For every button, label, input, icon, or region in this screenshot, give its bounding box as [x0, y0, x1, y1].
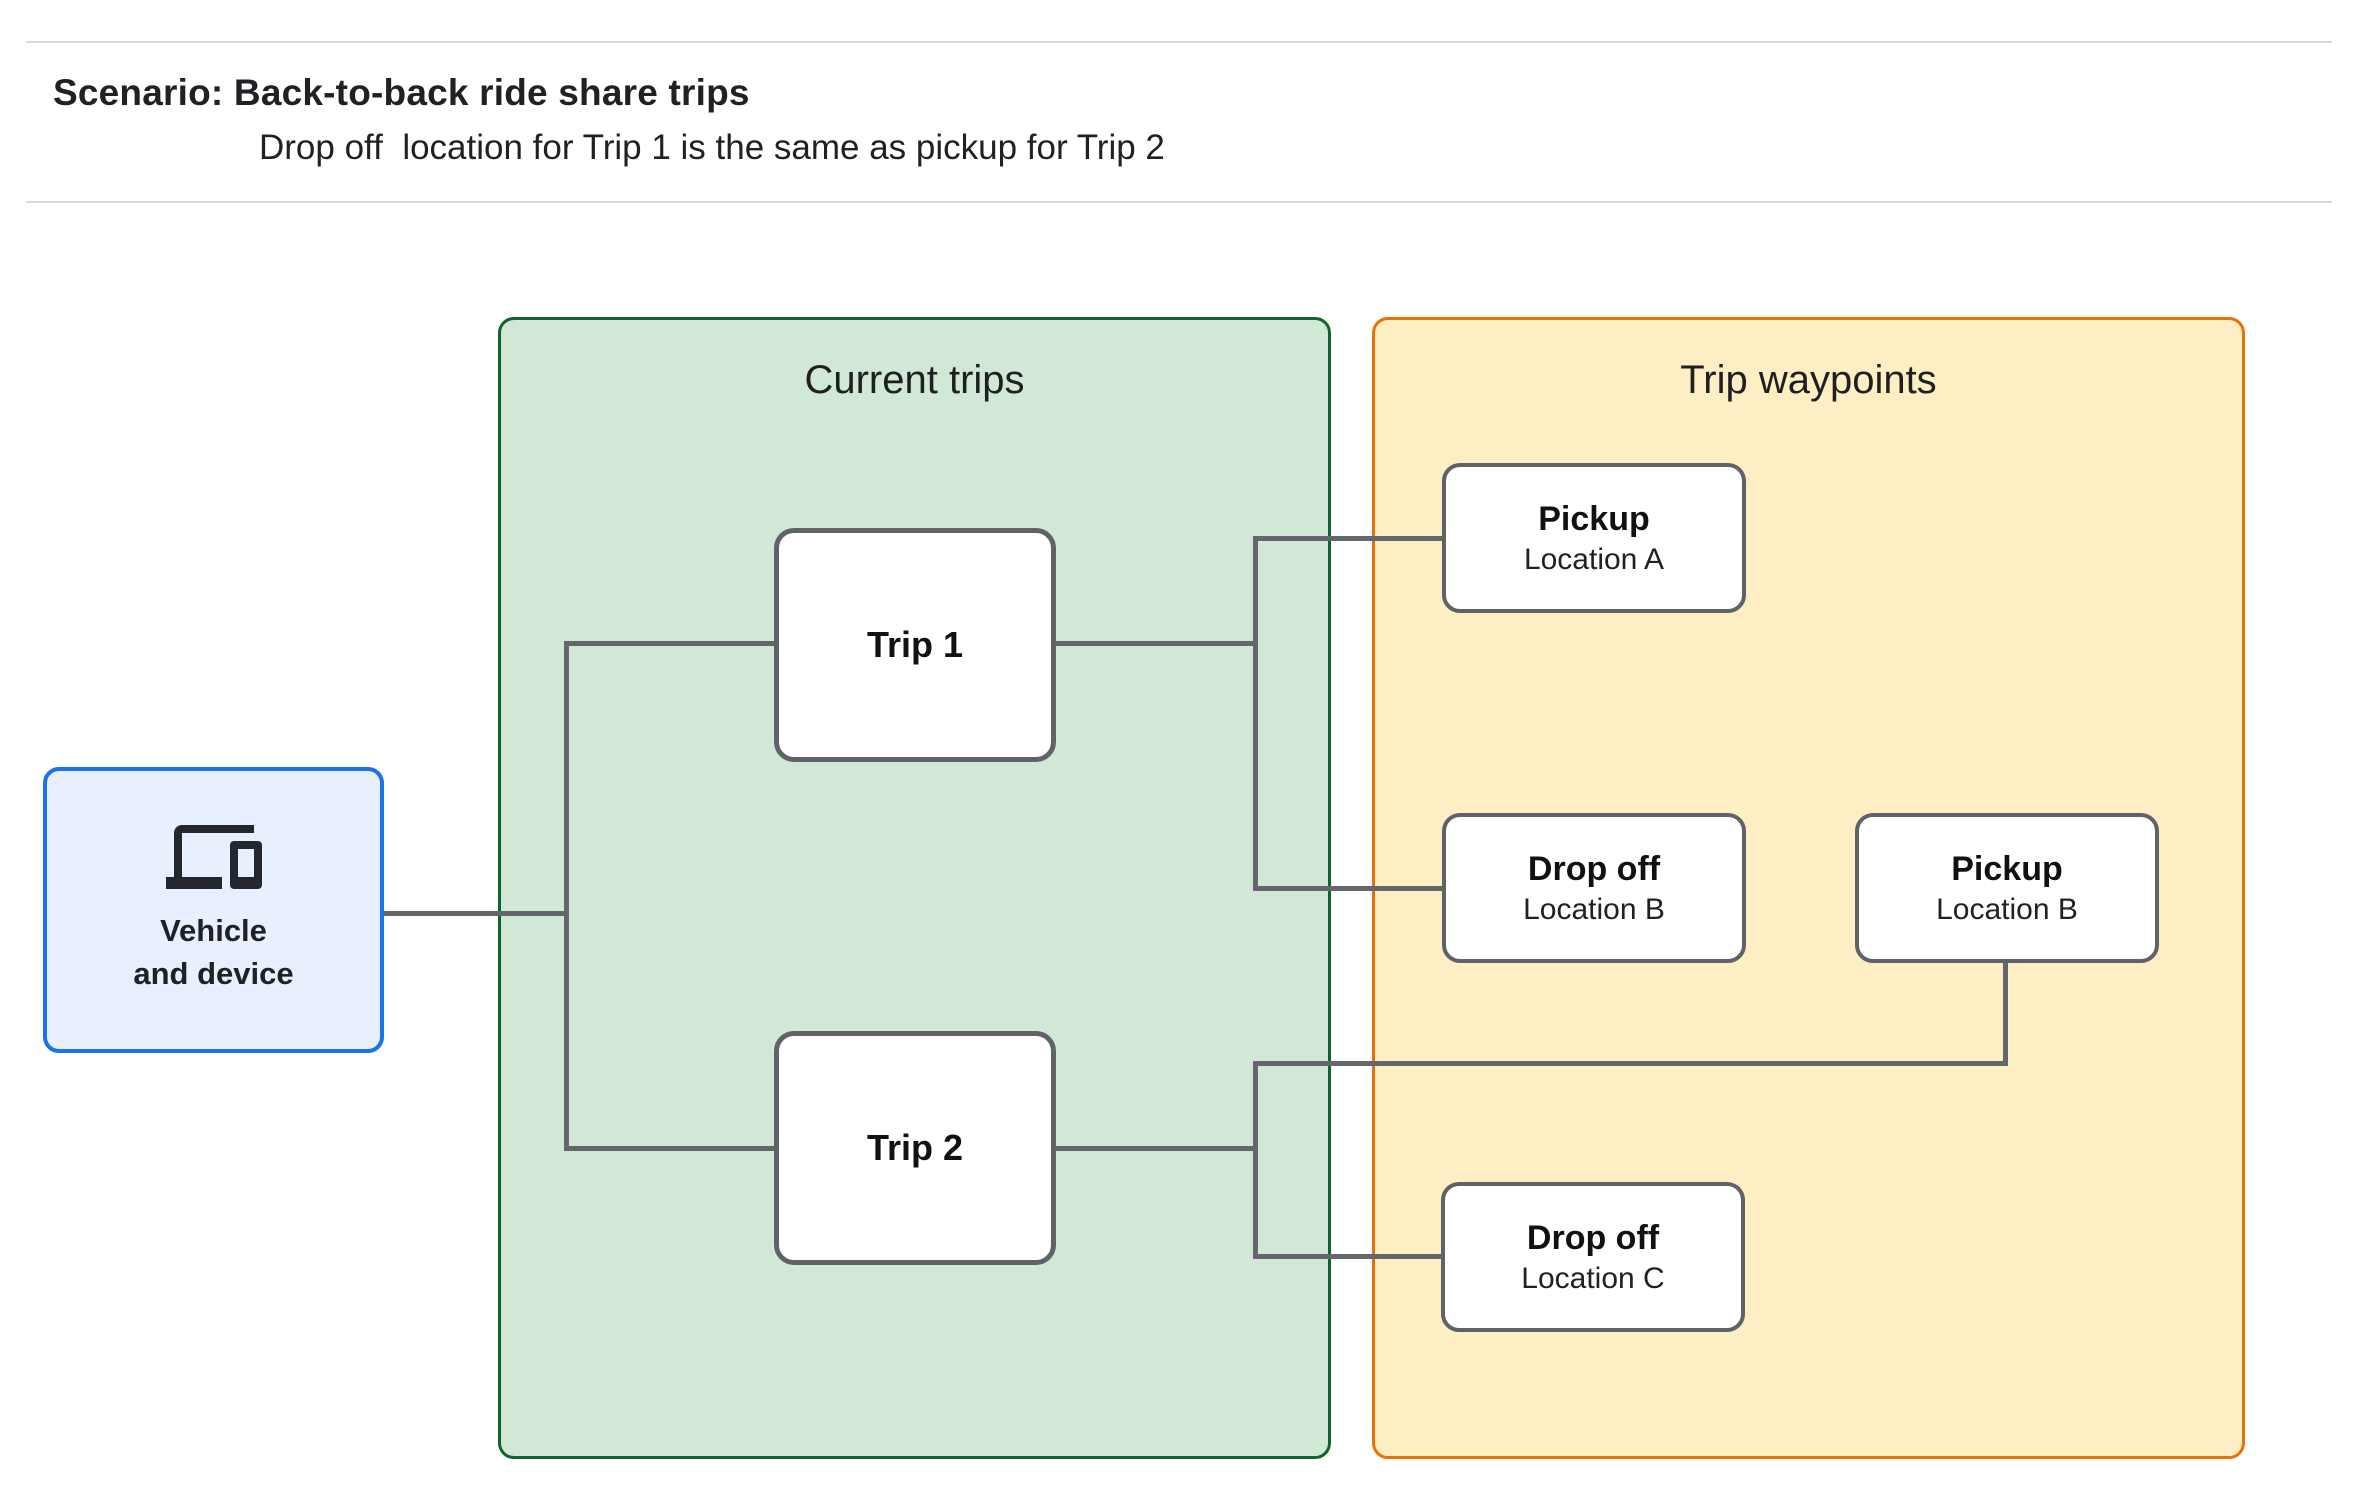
current-trips-title: Current trips	[804, 358, 1025, 402]
connector-junction-to-trip1	[564, 641, 776, 646]
connector-pickup-b-horizontal	[1253, 1061, 2008, 1066]
page-title: Scenario: Back-to-back ride share trips	[53, 72, 750, 113]
connector-trip2-out	[1056, 1146, 1255, 1151]
connector-to-pickup-a	[1253, 536, 1444, 541]
connector-pickup-b-stub	[2003, 961, 2008, 1065]
connector-vehicle-to-junction	[384, 911, 566, 916]
dropoff-c-title: Drop off	[1526, 1219, 1660, 1257]
connector-trip2-split-vertical	[1253, 1061, 1258, 1259]
connector-junction-to-trip2	[564, 1146, 776, 1151]
pickup-a-title: Pickup	[1538, 500, 1650, 538]
vehicle-node-label: Vehicle and device	[133, 909, 293, 995]
header-divider	[26, 201, 2332, 203]
page-subtitle: Drop off location for Trip 1 is the same…	[259, 128, 1165, 167]
connector-to-dropoff-c	[1253, 1254, 1443, 1259]
connector-trip1-out	[1056, 641, 1255, 646]
dropoff-c-subtitle: Location C	[1521, 1262, 1665, 1295]
trip2-node: Trip 2	[774, 1031, 1056, 1265]
connector-junction-vertical	[564, 641, 569, 1151]
vehicle-and-device-node: Vehicle and device	[43, 767, 384, 1053]
pickup-location-a-node: Pickup Location A	[1442, 463, 1746, 613]
pickup-location-b-node: Pickup Location B	[1855, 813, 2159, 963]
trip2-label: Trip 2	[866, 1127, 964, 1168]
pickup-b-title: Pickup	[1951, 850, 2063, 888]
trip1-node: Trip 1	[774, 528, 1056, 762]
dropoff-b-subtitle: Location B	[1523, 893, 1665, 926]
dropoff-b-title: Drop off	[1527, 850, 1661, 888]
dropoff-location-b-node: Drop off Location B	[1442, 813, 1746, 963]
connector-to-dropoff-b	[1253, 886, 1444, 891]
pickup-a-subtitle: Location A	[1523, 543, 1665, 576]
devices-icon	[165, 825, 262, 889]
vehicle-label-line1: Vehicle	[160, 913, 267, 948]
dropoff-location-c-node: Drop off Location C	[1441, 1182, 1745, 1332]
current-trips-panel: Current trips	[498, 317, 1331, 1459]
top-divider	[26, 41, 2332, 43]
vehicle-label-line2: and device	[133, 956, 294, 991]
trip-waypoints-title: Trip waypoints	[1680, 358, 1937, 402]
connector-trip1-split-vertical	[1253, 536, 1258, 891]
trip1-label: Trip 1	[866, 624, 964, 665]
pickup-b-subtitle: Location B	[1936, 893, 2078, 926]
